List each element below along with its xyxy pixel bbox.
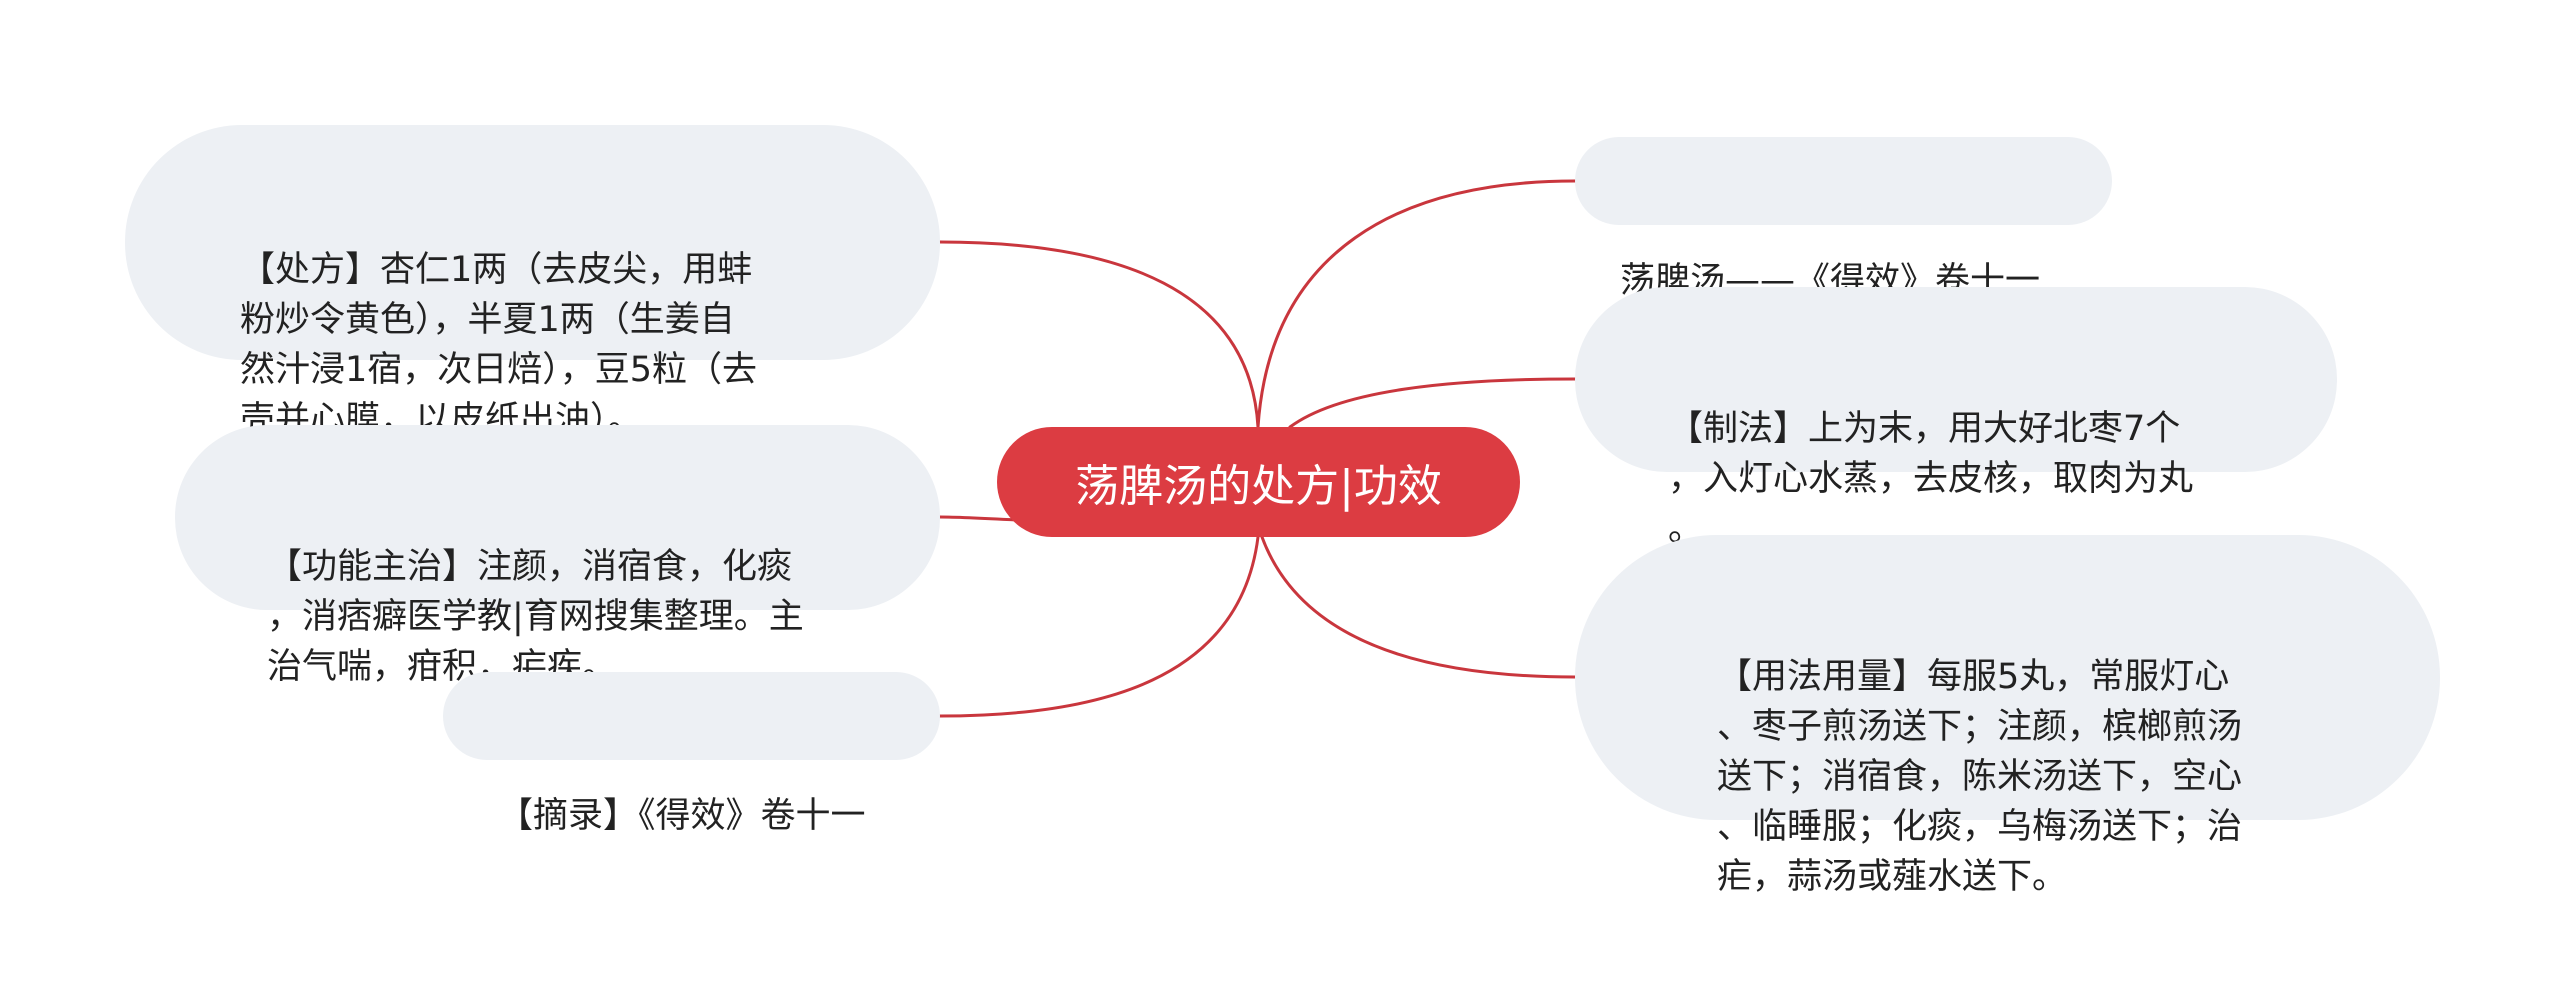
topic-source[interactable]: 荡脾汤——《得效》卷十一 (1575, 137, 2112, 301)
topic-excerpt-text: 【摘录】《得效》卷十一 (498, 796, 866, 836)
mind-map-canvas: 荡脾汤的处方|功效 【处方】杏仁1两（去皮尖，用蚌 粉炒令黄色），半夏1两（生姜… (125, 125, 2440, 897)
central-topic[interactable]: 荡脾汤的处方|功效 (997, 427, 1520, 537)
topic-excerpt[interactable]: 【摘录】《得效》卷十一 (443, 672, 940, 836)
connector-method (1288, 377, 1577, 429)
connector-excerpt (938, 535, 1260, 718)
topic-usage-text: 【用法用量】每服5丸，常服灯心 、枣子煎汤送下；注颜，槟榔煎汤 送下；消宿食，陈… (1717, 657, 2243, 897)
topic-function[interactable]: 【功能主治】注颜，消宿食，化痰 ，消痞癖医学教|育网搜集整理。主 治气喘，疳积，… (175, 425, 940, 687)
connector-prescription (938, 240, 1260, 429)
topic-prescription[interactable]: 【处方】杏仁1两（去皮尖，用蚌 粉炒令黄色），半夏1两（生姜自 然汁浸1宿，次日… (125, 125, 940, 440)
central-topic-label: 荡脾汤的处方|功效 (1075, 461, 1442, 512)
topic-prescription-text: 【处方】杏仁1两（去皮尖，用蚌 粉炒令黄色），半夏1两（生姜自 然汁浸1宿，次日… (240, 250, 758, 440)
topic-usage[interactable]: 【用法用量】每服5丸，常服灯心 、枣子煎汤送下；注颜，槟榔煎汤 送下；消宿食，陈… (1575, 535, 2440, 897)
topic-method[interactable]: 【制法】上为末，用大好北枣7个 ，入灯心水蒸，去皮核，取肉为丸 。 (1575, 287, 2337, 549)
topic-function-text: 【功能主治】注颜，消宿食，化痰 ，消痞癖医学教|育网搜集整理。主 治气喘，疳积，… (267, 547, 804, 687)
topic-method-text: 【制法】上为末，用大好北枣7个 ，入灯心水蒸，去皮核，取肉为丸 。 (1668, 409, 2194, 549)
connector-usage (1260, 535, 1577, 679)
connector-source (1256, 179, 1577, 429)
